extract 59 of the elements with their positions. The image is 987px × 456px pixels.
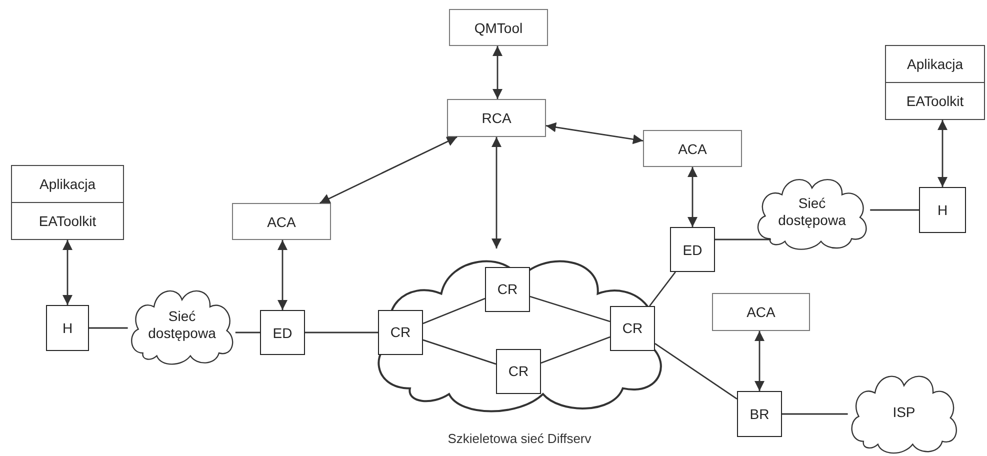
host-application-box [885, 45, 985, 120]
arrow [688, 167, 698, 227]
router-box [610, 306, 655, 351]
arrow [546, 122, 644, 144]
node-label: CR [508, 363, 529, 380]
node-label: ACA [678, 140, 707, 156]
router-box [737, 391, 782, 437]
node-label: H [937, 202, 948, 218]
arrow [278, 240, 288, 310]
router-box [670, 227, 715, 272]
arrow [754, 331, 764, 391]
node-label: CR [622, 320, 643, 337]
node-label: Sieć dostępowa [147, 308, 217, 342]
link-line [870, 209, 919, 211]
network-caption: Szkieletowa sieć Diffserv [446, 431, 592, 447]
node-label: CR [497, 281, 518, 298]
host-application-box [11, 165, 124, 240]
router-box [496, 349, 541, 394]
link-line [422, 339, 496, 365]
node-label: ACA [267, 214, 296, 230]
layer-label: EAToolkit [886, 82, 984, 119]
router-box [260, 310, 305, 355]
node-label: RCA [482, 110, 512, 126]
agent-box [643, 130, 742, 167]
link-line [89, 327, 128, 329]
node-label: ISP [892, 404, 916, 420]
node-label: ACA [746, 304, 776, 320]
link-line [530, 296, 610, 322]
arrow [62, 240, 72, 305]
router-box [919, 187, 966, 233]
node-label: BR [750, 406, 770, 422]
agent-box [232, 203, 331, 240]
node-label: H [62, 320, 73, 336]
node-label: ED [272, 324, 292, 340]
agent-box [447, 99, 546, 137]
layer-label: Aplikacja [906, 55, 964, 74]
link-line [540, 336, 610, 364]
layer-label: Aplikacja [38, 175, 97, 194]
link-line [654, 343, 738, 400]
router-box [46, 305, 89, 351]
arrow [492, 46, 502, 99]
link-line [422, 298, 486, 324]
link-line [305, 332, 378, 334]
layer-label: EAToolkit [12, 202, 123, 239]
router-box [485, 267, 530, 312]
link-line [715, 238, 771, 240]
arrow [938, 120, 948, 187]
link-line [649, 272, 676, 306]
agent-box [712, 293, 810, 331]
agent-box [449, 9, 548, 46]
node-label: CR [390, 324, 411, 341]
router-box [378, 310, 423, 355]
link-line [782, 413, 848, 415]
node-label: ED [682, 242, 702, 258]
link-line [235, 332, 260, 334]
arrow [320, 136, 458, 204]
arrow [492, 137, 502, 248]
node-label: QMTool [474, 20, 523, 36]
node-label: Sieć dostępowa [777, 195, 847, 229]
